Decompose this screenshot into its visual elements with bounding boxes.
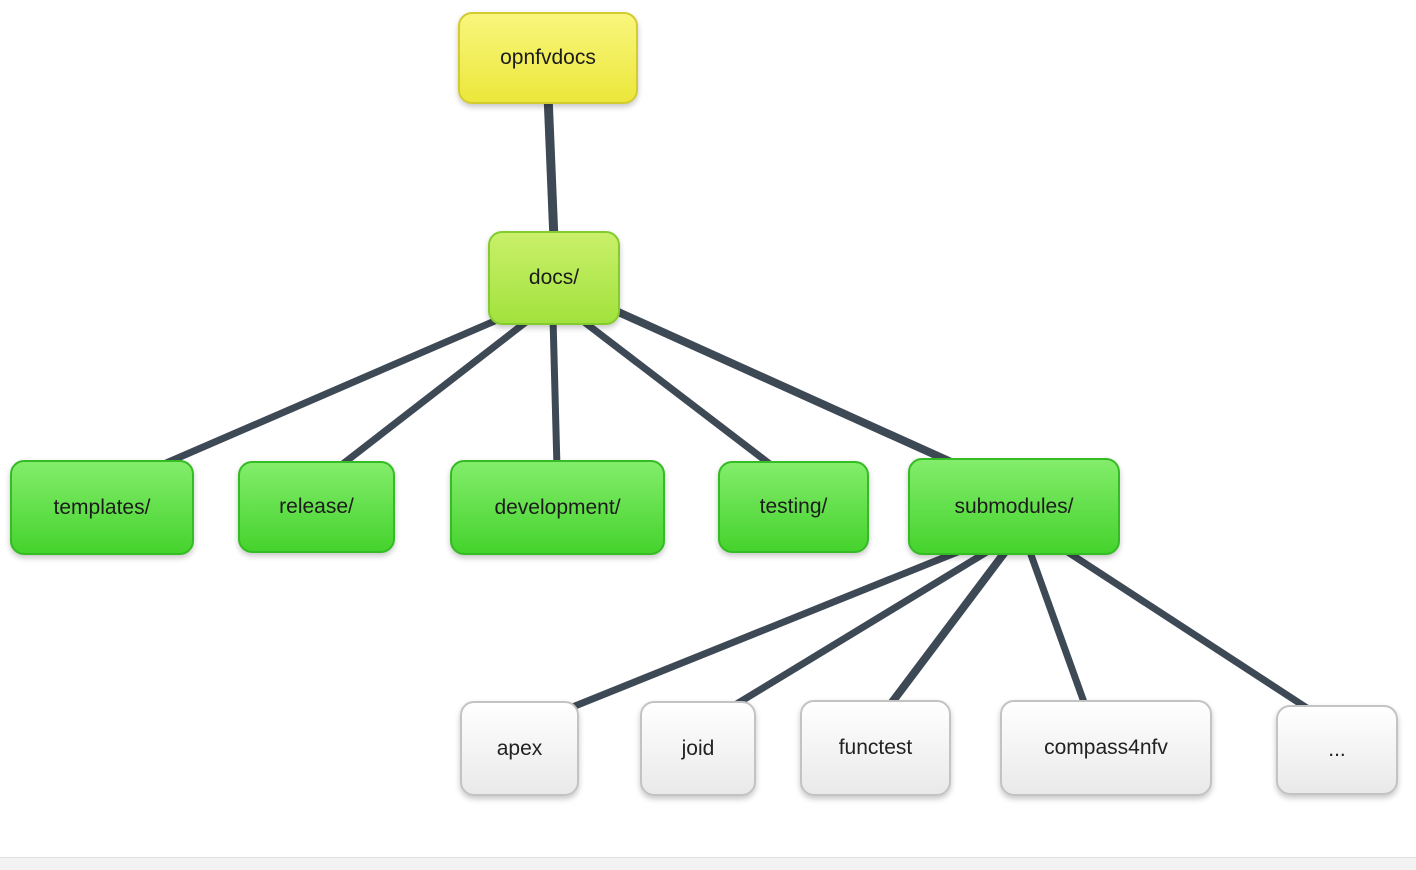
node-testing: testing/: [718, 461, 869, 553]
node-testing-label: testing/: [759, 495, 828, 518]
node-compass4nfv-label: compass4nfv: [1044, 736, 1168, 759]
node-docs: docs/: [488, 231, 620, 325]
node-functest: functest: [800, 700, 951, 796]
edge-submodules-more: [1056, 543, 1314, 714]
node-apex: apex: [460, 701, 579, 796]
node-joid: joid: [640, 701, 756, 796]
node-templates-label: templates/: [53, 495, 151, 519]
edge-docs-development: [549, 314, 561, 472]
node-submodules: submodules/: [908, 458, 1120, 555]
edge-docs-templates: [146, 306, 524, 474]
node-release-label: release/: [279, 495, 354, 518]
edge-submodules-joid: [726, 546, 994, 712]
node-opnfvdocs-label: opnfvdocs: [500, 46, 596, 69]
node-apex-label: apex: [496, 736, 543, 760]
node-joid-label: joid: [681, 736, 715, 760]
node-opnfvdocs: opnfvdocs: [458, 12, 638, 104]
node-submodules-label: submodules/: [954, 494, 1074, 518]
edge-docs-testing: [571, 311, 779, 472]
node-development-label: development/: [494, 495, 621, 519]
edge-docs-submodules: [601, 302, 964, 470]
edge-submodules-compass4nfv: [1026, 548, 1089, 709]
node-compass4nfv: compass4nfv: [1000, 700, 1212, 796]
horizontal-scrollbar-track[interactable]: [0, 857, 1416, 870]
edge-submodules-functest: [886, 548, 1009, 709]
node-templates: templates/: [10, 460, 194, 555]
node-more: ...: [1276, 705, 1398, 795]
edge-submodules-apex: [561, 541, 979, 714]
edge-opnfvdocs-docs: [543, 90, 559, 245]
node-docs-label: docs/: [528, 266, 580, 289]
node-development: development/: [450, 460, 665, 555]
edge-docs-release: [331, 311, 539, 474]
node-more-label: ...: [1328, 738, 1346, 761]
node-release: release/: [238, 461, 395, 553]
node-functest-label: functest: [838, 736, 913, 759]
